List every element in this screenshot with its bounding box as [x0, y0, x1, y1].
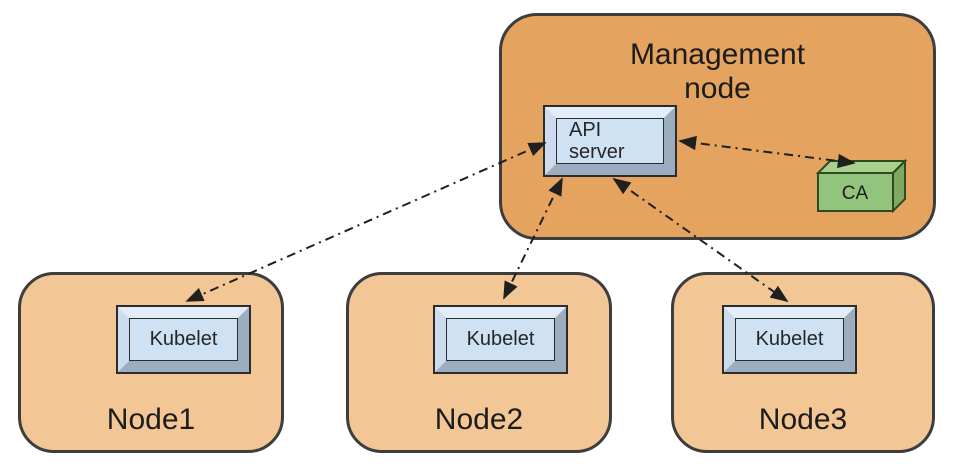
kubelet-box-node3: Kubelet	[722, 305, 857, 374]
api-server-face: API server	[556, 118, 664, 164]
worker-node-1: Kubelet Node1	[18, 272, 284, 453]
ca-box: CA	[815, 158, 908, 214]
kubelet-face: Kubelet	[446, 318, 555, 361]
kubelet-face: Kubelet	[129, 318, 238, 361]
kubelet-bevel: Kubelet	[118, 307, 249, 372]
ca-front-face	[817, 172, 894, 212]
kubelet-bevel: Kubelet	[724, 307, 855, 372]
kubelet-label: Kubelet	[755, 328, 824, 350]
kubelet-box-node1: Kubelet	[116, 305, 251, 374]
kubelet-face: Kubelet	[735, 318, 844, 361]
kubelet-bevel: Kubelet	[435, 307, 566, 372]
kubelet-label: Kubelet	[466, 328, 535, 350]
management-node-label: Management node	[629, 38, 806, 105]
ca-top-face	[815, 160, 908, 174]
worker-node-3: Kubelet Node3	[671, 272, 935, 453]
api-server-label: API server	[569, 119, 625, 163]
kubelet-label: Kubelet	[149, 328, 218, 350]
worker-node-2-label: Node2	[434, 403, 524, 436]
api-server-bevel: API server	[545, 107, 675, 175]
worker-node-2: Kubelet Node2	[346, 272, 612, 453]
kubelet-box-node2: Kubelet	[433, 305, 568, 374]
ca-label: CA	[842, 183, 869, 204]
worker-node-1-label: Node1	[106, 403, 196, 436]
worker-node-3-label: Node3	[758, 403, 848, 436]
api-server-box: API server	[543, 105, 677, 177]
